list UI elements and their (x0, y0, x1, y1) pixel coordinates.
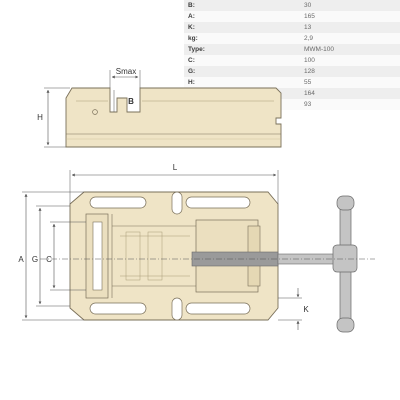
spec-key: G: (184, 66, 300, 77)
mounting-slot (185, 302, 251, 315)
spec-value: 100 (300, 55, 400, 66)
mounting-slot (185, 196, 251, 209)
spec-value: 2,9 (300, 33, 400, 44)
jaw-rib (147, 231, 163, 281)
spec-value: MWM-100 (300, 44, 400, 55)
l-label: L (173, 163, 178, 172)
center-notch (171, 297, 183, 321)
spec-row-type: Type:MWM-100 (184, 44, 400, 55)
mounting-slot (89, 196, 147, 209)
fixed-jaw-slot (92, 221, 103, 291)
spec-row-kg: kg:2,9 (184, 33, 400, 44)
center-notch (171, 191, 183, 215)
handle-knob (336, 317, 355, 333)
spec-row-h: H:55 (184, 77, 400, 88)
h-label: H (37, 113, 43, 122)
spec-key: H: (184, 77, 300, 88)
side-view-hole (92, 109, 98, 115)
mounting-slot (89, 302, 147, 315)
spec-value: 164 (300, 88, 400, 99)
g-label: G (32, 255, 38, 264)
spec-key: kg: (184, 33, 300, 44)
spec-row-k: K:13 (184, 22, 400, 33)
a-label: A (18, 255, 24, 264)
spec-value: 93 (300, 99, 400, 110)
c-label: C (46, 255, 52, 264)
side-view: H Smax B (37, 67, 282, 148)
jaw-rib (125, 231, 141, 281)
handle-knob (336, 195, 355, 211)
smax-label: Smax (116, 67, 136, 76)
spec-row-c: C:100 (184, 55, 400, 66)
spec-row-b: B:30 (184, 0, 400, 11)
spec-value: 165 (300, 11, 400, 22)
k-label: K (303, 305, 309, 314)
spec-key: A: (184, 11, 300, 22)
b-label: B (128, 97, 134, 106)
spec-value: 13 (300, 22, 400, 33)
top-view: L A G C K (18, 163, 375, 333)
spec-row-g: G:128 (184, 66, 400, 77)
spec-key: B: (184, 0, 300, 11)
spec-key: Type: (184, 44, 300, 55)
handle-hub (332, 244, 358, 273)
spec-row-a: A:165 (184, 11, 400, 22)
spec-value: 30 (300, 0, 400, 11)
spec-key: C: (184, 55, 300, 66)
side-view-body (65, 87, 282, 148)
spec-value: 55 (300, 77, 400, 88)
spec-key: K: (184, 22, 300, 33)
spec-value: 128 (300, 66, 400, 77)
